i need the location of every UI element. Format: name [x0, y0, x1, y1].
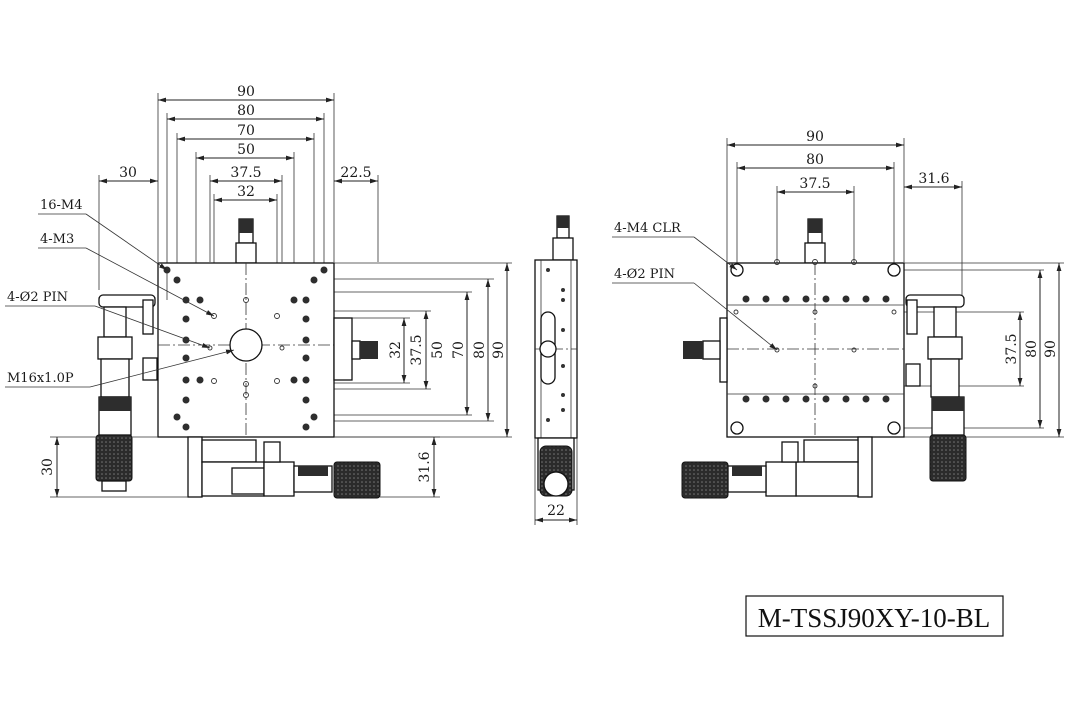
rear-small-holes [733, 259, 897, 389]
rear-stage-plate [726, 262, 905, 438]
front-vdim-50: 50 [430, 341, 446, 359]
front-dim-70: 70 [237, 123, 255, 139]
rear-dim-90: 90 [806, 129, 824, 145]
callout-4-m3: 4-M3 [40, 232, 74, 247]
rear-dim-80: 80 [806, 152, 824, 168]
callout-rear-pin: 4-Ø2 PIN [614, 267, 675, 282]
rear-vdim-80: 80 [1024, 340, 1040, 358]
front-right-knob [333, 317, 378, 381]
rear-left-knob [683, 317, 728, 383]
rear-callouts: 4-M4 CLR 4-Ø2 PIN [612, 221, 778, 351]
front-vdim-37-5: 37.5 [409, 334, 425, 365]
front-vdim-80: 80 [472, 341, 488, 359]
rear-dim-37-5: 37.5 [799, 176, 830, 192]
front-bottom-left-dim: 30 [40, 458, 56, 476]
front-top-knob [235, 218, 257, 264]
front-vdim-32: 32 [388, 341, 404, 359]
side-view: 22 [534, 215, 578, 525]
rear-view: 90 80 37.5 31.6 37.5 80 90 [612, 129, 1064, 499]
front-bottom-dimensions: 30 31.6 [40, 436, 440, 498]
front-vdim-70: 70 [451, 341, 467, 359]
front-dim-32: 32 [237, 184, 255, 200]
rear-top-knob [804, 218, 826, 264]
rear-bottom-micrometer [681, 436, 873, 499]
model-code: M-TSSJ90XY-10-BL [758, 603, 991, 633]
front-callouts: 16-M4 4-M3 4-Ø2 PIN M16x1.0P [5, 198, 235, 388]
front-mounting-holes [163, 266, 328, 431]
callout-m16: M16x1.0P [7, 371, 74, 386]
front-dim-90: 90 [237, 84, 255, 100]
front-view: 90 80 70 50 37.5 32 30 22.5 32 [5, 84, 512, 499]
rear-vdim-90: 90 [1043, 340, 1059, 358]
callout-pin: 4-Ø2 PIN [7, 290, 68, 305]
front-left-micrometer [95, 294, 158, 492]
front-dim-left-offset: 30 [119, 165, 137, 181]
rear-top-dimensions: 90 80 37.5 31.6 [726, 129, 963, 350]
rear-vdim-37-5: 37.5 [1004, 333, 1020, 364]
rear-dim-offset: 31.6 [918, 171, 949, 187]
front-small-holes [207, 297, 285, 398]
front-bottom-micrometer [187, 436, 381, 499]
callout-16-m4: 16-M4 [40, 198, 83, 213]
front-vdim-90: 90 [491, 341, 507, 359]
front-center-bore [229, 328, 263, 362]
rear-right-micrometer [905, 294, 967, 482]
front-dim-80: 80 [237, 103, 255, 119]
front-dim-50: 50 [237, 142, 255, 158]
front-dim-right-offset: 22.5 [340, 165, 371, 181]
front-bottom-right-dim: 31.6 [417, 451, 433, 482]
side-dim-22: 22 [547, 503, 565, 519]
callout-m4-clr: 4-M4 CLR [614, 221, 682, 236]
front-dim-37-5: 37.5 [230, 165, 261, 181]
rear-threaded-holes [742, 295, 890, 403]
model-label-box: M-TSSJ90XY-10-BL [745, 595, 1004, 637]
